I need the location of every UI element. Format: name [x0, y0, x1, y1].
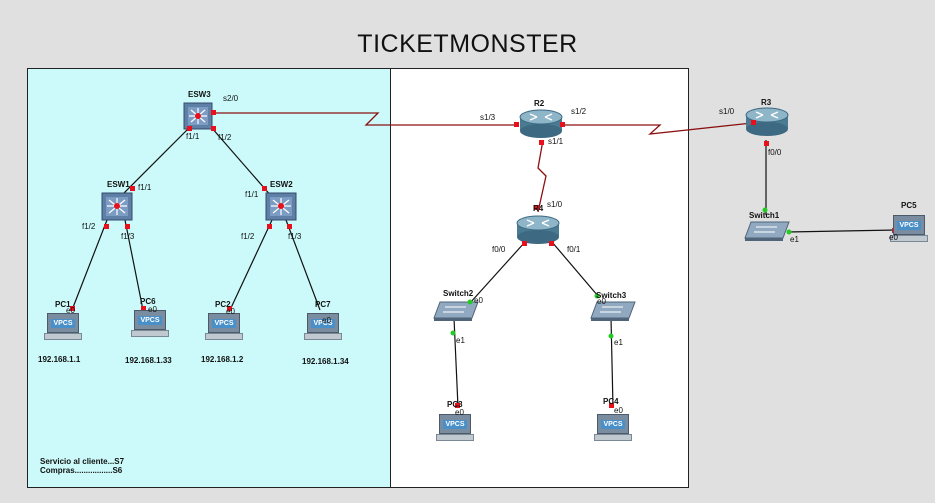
port-sw3-e1: e1 — [614, 338, 623, 347]
link-r2-r4 — [537, 139, 547, 213]
esw2-icon — [265, 192, 297, 221]
link-esw3-esw1 — [119, 126, 191, 198]
link-switch3-pc4 — [610, 317, 614, 408]
label-switch1: Switch1 — [749, 211, 780, 220]
port-r4-s10: s1/0 — [547, 200, 563, 209]
switch1-icon — [744, 221, 790, 241]
port-esw3-f12: f1/2 — [218, 133, 232, 142]
port-sw2-e1: e1 — [456, 336, 465, 345]
note-servicio: Servicio al cliente...S7 — [40, 457, 125, 466]
port-r3-f00: f0/0 — [768, 148, 782, 157]
port-r2-s12: s1/2 — [571, 107, 587, 116]
pc3-vpcs-icon: VPCS — [436, 414, 474, 441]
port-pc7-e0: e0 — [322, 316, 331, 325]
pc4-vpcs-icon: VPCS — [594, 414, 632, 441]
ip-pc2: 192.168.1.2 — [201, 355, 244, 364]
label-esw2: ESW2 — [270, 180, 293, 189]
port-r2-s13: s1/3 — [480, 113, 496, 122]
label-pc6: PC6 — [140, 297, 156, 306]
port-r4-f00: f0/0 — [492, 245, 506, 254]
label-r2: R2 — [534, 99, 545, 108]
link-esw3-r2 — [214, 112, 516, 126]
ip-pc1: 192.168.1.1 — [38, 355, 81, 364]
port-pc2-e0: e0 — [226, 307, 235, 316]
link-switch1-pc5 — [786, 229, 896, 233]
label-pc5: PC5 — [901, 201, 917, 210]
link-esw2-pc7 — [285, 219, 321, 311]
left-network-zone — [27, 68, 391, 488]
port-esw2-f12: f1/2 — [241, 232, 255, 241]
esw1-icon — [101, 192, 133, 221]
label-pc3: PC3 — [447, 400, 463, 409]
label-r4: R4 — [533, 204, 544, 213]
pc7-vpcs-icon: VPCS — [304, 313, 342, 340]
port-r4-f01: f0/1 — [567, 245, 581, 254]
link-esw2-pc2 — [229, 219, 273, 311]
link-r4-switch2 — [469, 241, 526, 304]
link-esw3-esw2 — [210, 126, 273, 198]
port-r3-s10: s1/0 — [719, 107, 735, 116]
pc2-vpcs-icon: VPCS — [205, 313, 243, 340]
diagram-title: TICKETMONSTER — [357, 30, 578, 58]
label-r3: R3 — [761, 98, 772, 107]
switch3-icon — [590, 301, 636, 321]
label-switch2: Switch2 — [443, 289, 474, 298]
link-r4-switch3 — [551, 241, 599, 297]
port-pc6-e0: e0 — [148, 305, 157, 314]
port-esw1-f13: f1/3 — [121, 232, 135, 241]
port-sw3-e0: e0 — [597, 297, 606, 306]
pc6-vpcs-icon: VPCS — [131, 310, 169, 337]
ip-pc6: 192.168.1.33 — [125, 356, 172, 365]
esw3-icon — [183, 102, 213, 130]
note-compras: Compras.................S6 — [40, 466, 123, 475]
port-r2-s11: s1/1 — [548, 137, 564, 146]
port-pc4-e0: e0 — [614, 406, 623, 415]
port-esw1-f12: f1/2 — [82, 222, 96, 231]
r4-router-icon — [516, 215, 560, 244]
port-pc5-e0: e0 — [889, 233, 898, 242]
link-esw1-pc6 — [124, 219, 144, 311]
label-pc4: PC4 — [603, 397, 619, 406]
link-esw1-pc1 — [71, 219, 108, 311]
label-esw1: ESW1 — [107, 180, 130, 189]
port-esw2-f13: f1/3 — [288, 232, 302, 241]
r3-router-icon — [745, 107, 789, 136]
port-esw2-f11: f1/1 — [245, 190, 259, 199]
port-esw3-f11: f1/1 — [186, 132, 200, 141]
pc5-vpcs-icon: VPCS — [890, 215, 928, 242]
port-sw2-e0: e0 — [474, 296, 483, 305]
port-markers-up — [450, 207, 792, 339]
ip-pc7: 192.168.1.34 — [302, 357, 349, 366]
r2-router-icon — [519, 109, 563, 138]
switch2-icon — [433, 301, 479, 321]
label-pc1: PC1 — [55, 300, 71, 309]
port-esw1-f11: f1/1 — [138, 183, 152, 192]
port-pc1-e0: e0 — [66, 306, 75, 315]
pc1-vpcs-icon: VPCS — [44, 313, 82, 340]
label-esw3: ESW3 — [188, 90, 211, 99]
label-pc7: PC7 — [315, 300, 331, 309]
label-pc2: PC2 — [215, 300, 231, 309]
port-sw1-e1: e1 — [790, 235, 799, 244]
label-switch3: Switch3 — [596, 291, 627, 300]
port-esw3-s20: s2/0 — [223, 94, 239, 103]
port-pc3-e0: e0 — [455, 408, 464, 417]
link-r2-r3 — [560, 122, 753, 135]
